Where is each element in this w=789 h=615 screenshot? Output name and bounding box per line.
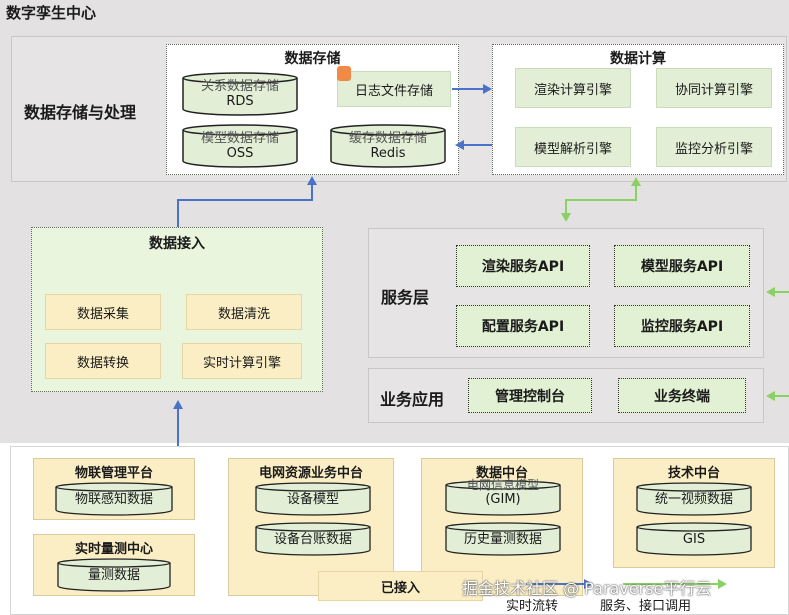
redis-database: 缓存数据存储 Redis [330, 124, 446, 168]
model-parse-engine: 模型解析引擎 [515, 127, 631, 167]
data-storage-title: 数据存储 [284, 51, 341, 67]
rds-label-2: RDS [226, 94, 254, 109]
database-cylinder-icon [182, 72, 298, 116]
data-center-title: 数据中台 [475, 466, 528, 481]
device-ledger-data: 设备台账数据 [255, 522, 371, 556]
data-conversion: 数据转换 [45, 343, 161, 379]
oss-label-1: 模型数据存储 [200, 131, 279, 146]
monitor-analysis-engine: 监控分析引擎 [656, 127, 772, 167]
management-console: 管理控制台 [468, 378, 592, 413]
realtime-center-title: 实时量测中心 [74, 542, 153, 557]
history-measurement-data: 历史量测数据 [445, 522, 561, 556]
measurement-data-label: 量测数据 [87, 568, 140, 583]
database-cylinder-icon [445, 522, 561, 556]
rds-label-1: 关系数据存储 [200, 79, 279, 94]
database-cylinder-icon [330, 124, 446, 168]
realtime-compute-engine: 实时计算引擎 [182, 343, 302, 379]
database-cylinder-icon [445, 480, 561, 516]
oss-database: 模型数据存储 OSS [182, 124, 298, 168]
measurement-data: 量测数据 [57, 558, 171, 592]
redis-label-2: Redis [370, 146, 406, 161]
gim-database: 电网信息模型 (GIM) [445, 478, 561, 516]
redis-label-1: 缓存数据存储 [348, 131, 427, 146]
config-service-api: 配置服务API [456, 305, 590, 347]
gim-label-2: (GIM) [485, 492, 521, 507]
grid-resource-title: 电网资源业务中台 [258, 466, 363, 481]
database-cylinder-icon [182, 124, 298, 168]
history-measurement-label: 历史量测数据 [463, 532, 542, 547]
data-collection: 数据采集 [45, 294, 161, 330]
data-cleaning: 数据清洗 [186, 294, 302, 330]
business-app-label: 业务应用 [380, 390, 445, 409]
collab-compute-engine: 协同计算引擎 [656, 68, 772, 108]
database-cylinder-icon [636, 482, 752, 516]
data-compute-title: 数据计算 [610, 51, 666, 67]
rds-database: 关系数据存储 RDS [182, 72, 298, 116]
render-compute-engine: 渲染计算引擎 [515, 68, 631, 108]
render-service-api: 渲染服务API [456, 245, 590, 287]
device-model-label: 设备模型 [286, 492, 339, 507]
legend-realtime-flow: 实时流转 [506, 599, 559, 614]
monitor-service-api: 监控服务API [614, 305, 750, 347]
storage-processing-label: 数据存储与处理 [24, 103, 137, 122]
service-layer-label: 服务层 [381, 288, 430, 307]
unified-video-label: 统一视频数据 [654, 492, 733, 507]
legend-connected: 已接入 [318, 571, 483, 601]
gim-label-1: 电网信息模型 [466, 478, 539, 492]
legend-arrows [526, 579, 727, 589]
log-file-storage: 日志文件存储 [337, 71, 451, 107]
data-ingest-title: 数据接入 [149, 236, 205, 252]
legend-green-arrow-icon [718, 579, 727, 589]
model-service-api: 模型服务API [614, 245, 750, 287]
iot-sensing-data: 物联感知数据 [55, 482, 173, 516]
legend-blue-arrow-icon [584, 579, 593, 589]
device-model: 设备模型 [255, 482, 371, 516]
business-terminal: 业务终端 [618, 378, 746, 413]
orange-marker-icon [337, 66, 351, 81]
diagram-title: 数字孪生中心 [6, 4, 97, 22]
database-cylinder-icon [55, 482, 173, 516]
gis-database: GIS [636, 522, 752, 556]
tech-platform-title: 技术中台 [667, 466, 720, 481]
device-ledger-label: 设备台账数据 [273, 532, 352, 547]
database-cylinder-icon [57, 558, 171, 592]
oss-label-2: OSS [226, 146, 254, 161]
unified-video-data: 统一视频数据 [636, 482, 752, 516]
gis-label: GIS [682, 532, 706, 547]
iot-platform-title: 物联管理平台 [74, 466, 153, 481]
database-cylinder-icon [255, 522, 371, 556]
watermark-text: 掘金技术社区 @ Paraverse平行云 [462, 579, 712, 598]
legend-service-call: 服务、接口调用 [600, 599, 692, 614]
database-cylinder-icon [636, 522, 752, 556]
database-cylinder-icon [255, 482, 371, 516]
iot-sensing-label: 物联感知数据 [74, 492, 153, 507]
